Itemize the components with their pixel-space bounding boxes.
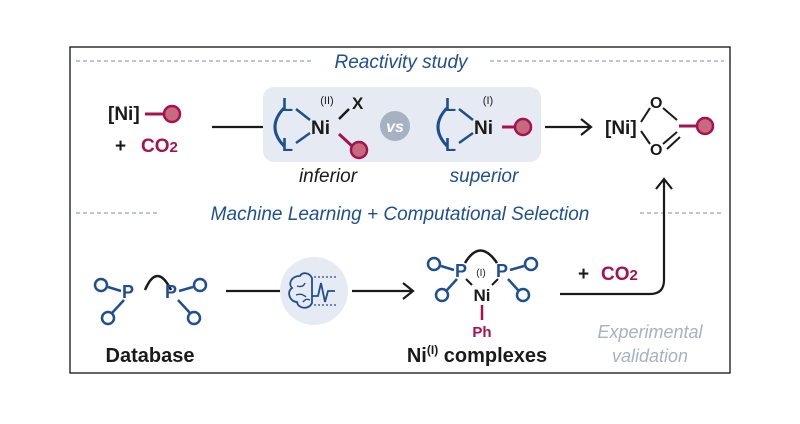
complex-ph: Ph [472,324,491,341]
ni2-halide: X [352,94,364,113]
ni2-oxidation-state: (II) [320,95,333,107]
reactant-ni-label: [Ni] [108,104,140,125]
inferior-label: inferior [299,166,358,187]
complex-bond-2 [446,278,458,291]
database-substituent-2-icon [100,310,116,326]
vs-badge [380,111,410,141]
ni1-substituent-icon [513,117,533,137]
database-bond-4 [177,299,191,314]
complex-metal: Ni [474,286,491,305]
complex-substituent-3-icon [523,256,539,272]
brain-chart-icon [280,257,348,325]
complex-bond-3 [509,264,525,272]
ni1-ligand-arc [436,106,449,148]
complex-ligand-backbone [463,249,499,264]
ni2-ligand-top: L [282,95,293,115]
ni1-bond-bottom [458,131,474,145]
ni1-ligand-top: L [445,95,456,115]
product-substituent-icon [695,116,715,136]
ni2-ligand-arc [273,106,286,148]
product-ni-o-top [640,107,651,123]
ni1-oxidation-state: (I) [483,95,493,107]
superior-label: superior [450,166,519,187]
reactant-plus: + [115,136,126,157]
ni-complexes-label: Ni(I) complexes [407,343,547,367]
complex-substituent-4-icon [515,287,531,303]
experimental-label: Experimental [597,322,703,342]
database-p-right: P [165,282,177,302]
ni2-metal: Ni [311,118,330,139]
database-p-left: P [122,282,134,302]
database-ligand-backbone [143,274,173,291]
product-ni-o-bottom [640,130,651,145]
database-substituent-3-icon [192,277,208,293]
to-product-arrowhead-icon [580,118,593,136]
complex-oxidation-state: (I) [476,268,485,279]
database-substituent-1-icon [93,277,109,293]
ml-section-title: Machine Learning + Computational Selecti… [211,204,590,225]
complex-p-left: P [455,261,467,281]
ni1-bond-top [458,108,474,121]
ni2-substituent-bond [337,132,354,148]
validation-label: validation [612,346,688,366]
bottom-plus: + [578,264,589,285]
database-bond-3 [178,285,194,293]
product-c-o-double [666,136,681,150]
ni2-bond-top [295,108,311,121]
complex-bond-4 [507,278,519,291]
product-c-o-bottom [662,131,678,145]
ni2-ligand-bottom: L [282,135,293,155]
database-label: Database [106,345,195,367]
validation-arrowhead-icon [655,177,673,190]
database-bond-2 [111,299,125,314]
ni1-ligand-bottom: L [445,135,456,155]
complex-substituent-2-icon [434,287,450,303]
product-o-c-top [662,107,678,121]
database-bond-1 [107,285,122,293]
database-substituent-4-icon [186,310,202,326]
reactant-substituent-icon [162,104,182,124]
validation-arrow-shaft [560,180,666,296]
reactant-co2: CO2 [141,136,178,157]
bottom-co2: CO2 [601,264,638,285]
product-ni-label: [Ni] [605,118,637,139]
ni2-halide-bond [338,108,350,120]
ni2-bond-bottom [295,131,311,145]
reactivity-study-title: Reactivity study [334,52,469,73]
vs-label: vs [386,119,404,136]
complex-p-ni-right [491,278,499,286]
complex-bond-1 [440,264,455,272]
product-o-top: O [650,95,662,112]
product-o-bottom: O [650,142,662,159]
ml-to-complexes-arrowhead-icon [402,282,415,300]
ni2-substituent-icon [349,140,369,160]
complex-p-ni-left [465,278,473,286]
complex-substituent-1-icon [426,256,442,272]
complex-p-right: P [496,261,508,281]
ni1-metal: Ni [474,118,493,139]
